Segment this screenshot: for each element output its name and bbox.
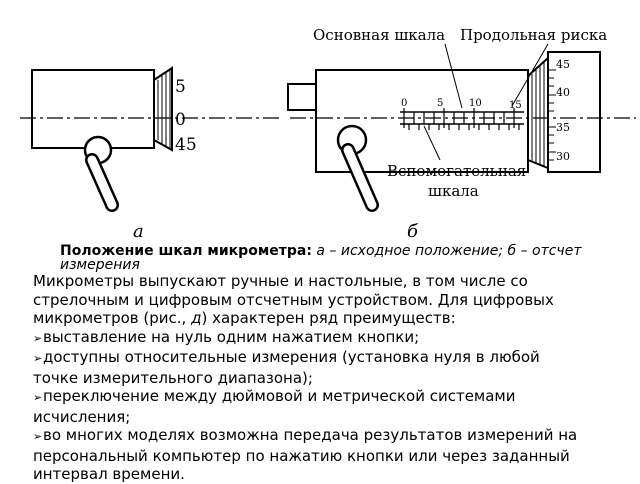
list-item: ➢доступны относительные измерения (устан… xyxy=(33,348,633,369)
list-item-text: доступны относительные измерения (устано… xyxy=(43,348,540,366)
figure-caption: Положение шкал микрометра: а – исходное … xyxy=(60,243,640,273)
panel-b-drawing xyxy=(287,43,636,212)
drum-b-tick-2: 35 xyxy=(556,121,570,134)
list-item-continuation: исчисления; xyxy=(33,408,633,427)
list-item-continuation: интервал времени. xyxy=(33,465,633,484)
caption-text-line2: измерения xyxy=(60,257,140,273)
drum-b-tick-3: 30 xyxy=(556,150,570,163)
longitudinal-mark-label: Продольная риска xyxy=(460,26,607,44)
list-item-text: исчисления; xyxy=(33,407,131,426)
drum-a-tick-2: 45 xyxy=(175,135,197,155)
caption-title: Положение шкал микрометра: xyxy=(60,243,312,259)
bullet-icon: ➢ xyxy=(33,391,43,404)
list-item-text: персональный компьютер по нажатию кнопки… xyxy=(33,446,570,465)
drum-a-tick-0: 5 xyxy=(175,77,186,97)
panel-b-label: б xyxy=(407,221,419,242)
panel-a-label: а xyxy=(133,221,144,242)
aux-scale-label-line2: шкала xyxy=(428,182,479,200)
bullet-icon: ➢ xyxy=(33,430,43,443)
bullet-icon: ➢ xyxy=(33,352,43,365)
paragraph-line-2: стрелочным и цифровым отсчетным устройст… xyxy=(33,290,554,309)
paragraph-line-3a: микрометров (рис., xyxy=(33,309,192,327)
micrometer-diagram: 5 0 45 а xyxy=(20,26,636,242)
list-item-continuation: персональный компьютер по нажатию кнопки… xyxy=(33,447,633,466)
body-text: Микрометры выпускают ручные и настольные… xyxy=(33,272,633,484)
drum-b-tick-0: 45 xyxy=(556,58,570,71)
bullet-icon: ➢ xyxy=(33,331,43,345)
main-scale-tick-0: 0 xyxy=(401,98,407,109)
list-item: ➢выставление на нуль одним нажатием кноп… xyxy=(33,328,633,349)
list-item-text: выставление на нуль одним нажатием кнопк… xyxy=(43,327,420,346)
paragraph-line-3c: ) характерен ряд преимуществ: xyxy=(201,309,456,327)
aux-scale-label-line1: Вспомогательная xyxy=(387,162,526,180)
list-item-text: точке измерительного диапазона); xyxy=(33,368,313,387)
main-scale-tick-2: 10 xyxy=(469,98,482,109)
list-item-text: переключение между дюймовой и метрическо… xyxy=(43,387,516,405)
main-scale-label: Основная шкала xyxy=(313,26,445,44)
figure-ref: д xyxy=(191,309,202,327)
caption-text: а – исходное положение; б – отсчет xyxy=(311,243,582,259)
paragraph-line-1: Микрометры выпускают ручные и настольные… xyxy=(33,272,528,290)
list-item-continuation: точке измерительного диапазона); xyxy=(33,369,633,388)
paragraph-line-3: микрометров (рис., д) характерен ряд пре… xyxy=(33,309,633,328)
drum-a-tick-1: 0 xyxy=(175,110,186,130)
list-item-text: интервал времени. xyxy=(33,465,185,483)
list-item: ➢переключение между дюймовой и метрическ… xyxy=(33,387,633,408)
advantages-list: ➢выставление на нуль одним нажатием кноп… xyxy=(33,328,633,484)
drum-b-tick-1: 40 xyxy=(556,86,570,99)
list-item-text: во многих моделях возможна передача резу… xyxy=(43,426,578,444)
micrometer-figure: 5 0 45 а xyxy=(20,26,636,242)
list-item: ➢во многих моделях возможна передача рез… xyxy=(33,426,633,447)
main-scale-tick-1: 5 xyxy=(437,98,443,109)
panel-a-drawing xyxy=(20,66,280,212)
main-scale-tick-3: 15 xyxy=(509,100,522,111)
